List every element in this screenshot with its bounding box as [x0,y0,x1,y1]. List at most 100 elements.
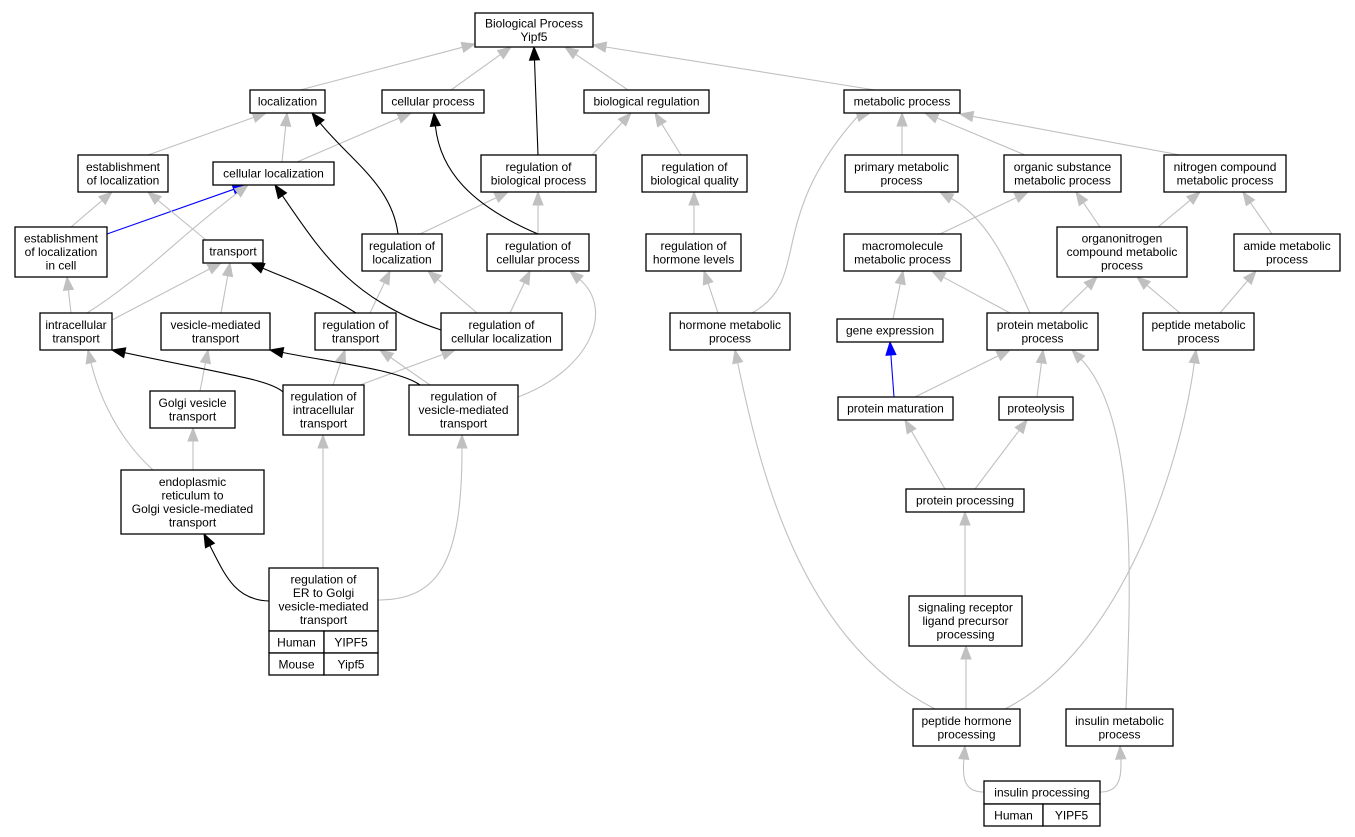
edge-arrowhead [958,110,975,123]
edge-arrowhead [896,111,908,127]
edge-line [1082,202,1101,228]
go-term-proteolysis[interactable]: proteolysis [998,396,1074,421]
go-term-cellular-process[interactable]: cellular process [381,89,485,114]
edge-line [106,188,234,235]
go-term-box [1065,708,1174,747]
go-term-box [843,233,962,272]
go-term-label-line: gene expression [846,324,934,338]
go-term-box [268,567,379,632]
edge-arrowhead [110,347,127,359]
go-term-label-line: regulation of [322,318,389,332]
edge-regulates [203,532,270,602]
edge-line [282,351,421,386]
go-term-label-line: ligand precursor [922,614,1008,628]
go-term-gene-expression[interactable]: gene expression [836,318,944,343]
go-term-label-line: localization [258,95,317,109]
go-term-label-line: processing [937,727,995,741]
edge-line [434,125,539,235]
go-term-label-line: transport [169,515,217,529]
edge-line [369,282,385,314]
go-term-label-line: macromolecule [862,239,944,253]
go-term-metabolic-process[interactable]: metabolic process [843,89,961,114]
edge-arrowhead [187,426,199,442]
go-term-transport[interactable]: transport [202,239,264,264]
edge-line [86,192,238,314]
go-term-biological-regulation[interactable]: biological regulation [583,89,710,114]
edge-line [67,289,72,314]
edge-is-a [591,111,632,156]
go-term-box [249,89,326,114]
edge-line [737,362,936,710]
gene-label: Yipf5 [338,658,365,672]
go-term-cellular-localization[interactable]: cellular localization [212,161,335,186]
go-term-label-line: in cell [46,259,77,273]
edge-arrowhead [396,112,413,124]
edge-line [299,46,463,91]
edge-line [124,352,284,393]
go-term-label-line: peptide metabolic [1151,318,1245,332]
go-term-label-line: primary metabolic [854,160,949,174]
go-term-localization[interactable]: localization [249,89,326,114]
edge-is-a [892,269,906,320]
edge-line [533,59,539,156]
go-term-box [486,233,590,272]
edge-line [359,353,443,386]
go-term-protein-maturation[interactable]: protein maturation [837,396,954,421]
edge-is-a [147,112,268,156]
go-term-label-line: organonitrogen [1082,232,1163,246]
edge-part-of [885,340,897,398]
go-term-label-line: process [880,173,922,187]
edge-is-a [1135,276,1181,314]
edge-line [70,199,103,228]
go-term-label-line: metabolic process [1014,173,1111,187]
go-term-protein-processing[interactable]: protein processing [905,488,1025,513]
edge-line [296,117,400,163]
go-term-label-line: cellular process [391,95,474,109]
edge-arrowhead [317,433,329,449]
go-term-label-line: process [1098,727,1140,741]
go-term-label-line: of localization [87,173,160,187]
edge-arrowhead [311,111,325,128]
edge-is-a [702,269,719,314]
go-term-label-line: Biological Process [485,16,583,30]
go-term-label-line: process [1101,259,1143,273]
edge-arrowhead [930,270,947,283]
gene-cell [1042,803,1101,827]
go-term-label-line: Golgi vesicle-mediated [132,502,253,516]
